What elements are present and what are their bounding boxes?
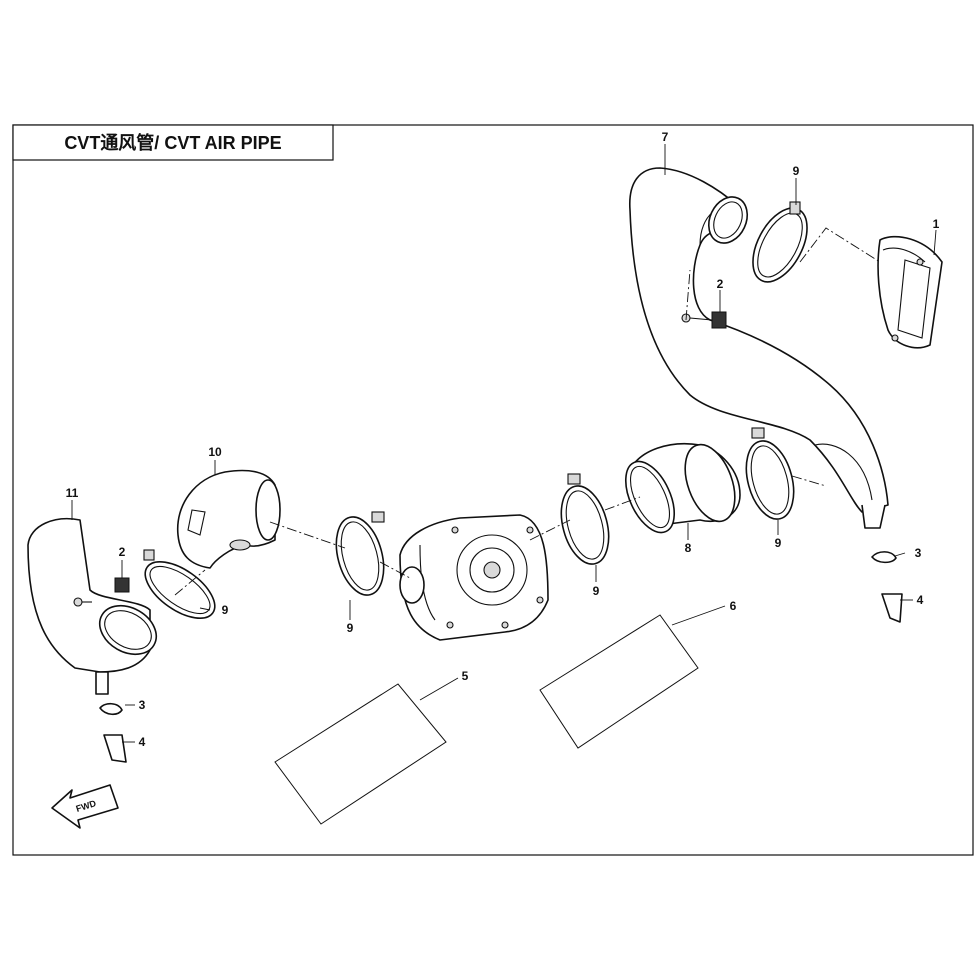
fwd-arrow-icon: FWD — [51, 784, 119, 829]
part-1-vent-grille — [877, 235, 943, 349]
part-2-nut-left — [73, 577, 130, 607]
part-6-sheet — [539, 614, 699, 749]
callout-3-left: 3 — [139, 698, 146, 712]
part-9-clamp-center — [560, 473, 610, 565]
part-7-upper-air-pipe — [629, 167, 889, 529]
callout-2-upper: 2 — [717, 277, 724, 291]
callout-10: 10 — [208, 445, 222, 459]
part-9-clamp-left-center — [335, 511, 385, 596]
part-9-clamp-left — [143, 549, 216, 619]
callout-4-right: 4 — [917, 593, 924, 607]
title-box: CVT通风管/ CVT AIR PIPE — [12, 124, 334, 161]
part-4-tube-right — [881, 593, 903, 623]
callout-5: 5 — [462, 669, 469, 683]
callout-1: 1 — [933, 217, 940, 231]
callout-4-left: 4 — [139, 735, 146, 749]
page-title: CVT通风管/ CVT AIR PIPE — [64, 132, 281, 153]
assembly-centerlines — [174, 227, 881, 596]
callout-9-right: 9 — [775, 536, 782, 550]
part-9-clamp-upper — [752, 201, 808, 283]
callout-8: 8 — [685, 541, 692, 555]
part-4-tube-left — [103, 734, 127, 763]
callout-9-center: 9 — [593, 584, 600, 598]
callout-9-left-center: 9 — [347, 621, 354, 635]
part-8-middle-duct — [624, 442, 741, 534]
part-9-clamp-right — [745, 427, 795, 520]
callout-numbers: 7 9 1 2 10 11 2 9 9 9 8 9 3 4 3 4 5 6 — [66, 130, 940, 749]
cvt-housing — [399, 514, 549, 641]
diagram-border — [12, 124, 974, 856]
callout-6: 6 — [730, 599, 737, 613]
callout-2-left: 2 — [119, 545, 126, 559]
part-3-clip-right — [871, 551, 897, 564]
callout-9-left: 9 — [222, 603, 229, 617]
part-5-sheet — [274, 683, 447, 825]
part-11-left-airbox — [27, 518, 158, 695]
callout-leaders — [71, 144, 937, 743]
part-2-nut-upper — [681, 311, 727, 329]
callout-7: 7 — [662, 130, 669, 144]
callout-11: 11 — [66, 486, 79, 500]
part-10-elbow — [176, 469, 281, 569]
callout-3-right: 3 — [915, 546, 922, 560]
part-3-clip-left — [99, 702, 123, 716]
callout-9-upper: 9 — [793, 164, 800, 178]
